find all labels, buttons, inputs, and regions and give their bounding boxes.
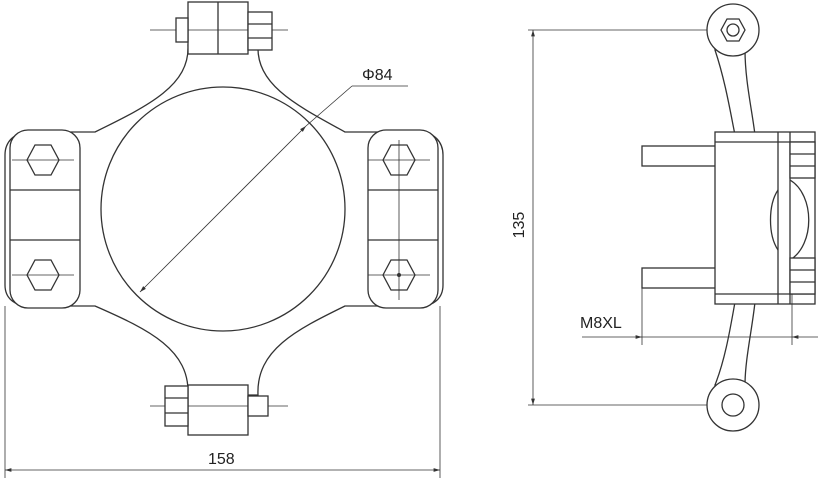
bottom-lug	[187, 384, 249, 436]
lower-arm	[714, 301, 756, 386]
top-nut-right	[247, 11, 273, 51]
top-nut-left	[175, 17, 189, 43]
height-label: 135	[511, 212, 528, 239]
front-view: Φ84 158	[4, 1, 444, 478]
side-nut-lower	[789, 257, 816, 295]
bottom-bolt-end	[247, 395, 269, 417]
diameter-label: Φ84	[362, 67, 393, 84]
bottom-eye	[706, 378, 760, 432]
right-side-pad	[367, 129, 439, 309]
bottom-nut-left	[164, 385, 189, 427]
side-view: 135 M8XL	[511, 3, 818, 432]
top-eye-nut	[720, 18, 746, 42]
left-side-pad	[9, 129, 81, 309]
side-nut-upper	[789, 141, 816, 179]
stud-upper	[641, 145, 718, 167]
diameter-dimension-line	[139, 125, 307, 293]
stud-lower	[641, 267, 718, 289]
bolt-length-label: M8XL	[580, 315, 622, 332]
upper-arm	[714, 49, 756, 136]
width-label: 158	[208, 451, 235, 468]
